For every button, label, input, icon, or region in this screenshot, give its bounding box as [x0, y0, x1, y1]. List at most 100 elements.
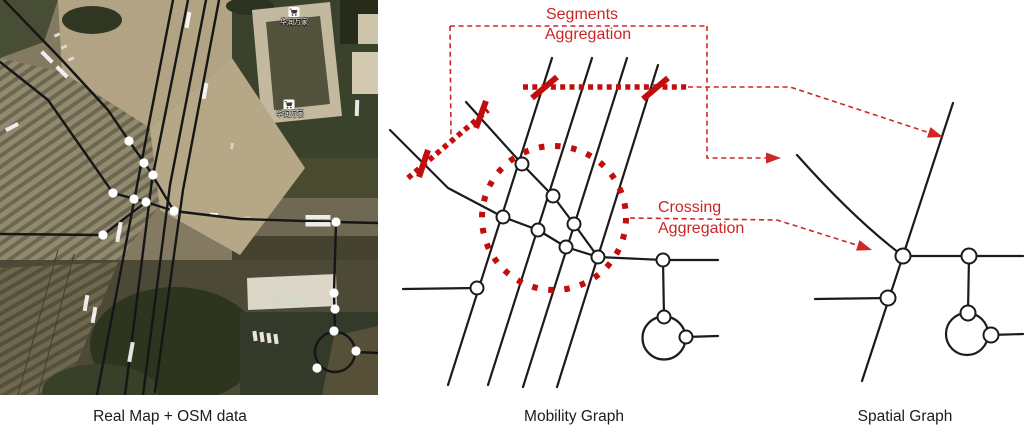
- mobility-node: [545, 188, 561, 204]
- osm-road-curve-main: [2, 0, 378, 225]
- spatial-node: [879, 289, 897, 307]
- segments-aggregation-label-line1: Segments: [545, 6, 619, 23]
- map-car: [53, 32, 61, 38]
- osm-road-curve-2: [0, 60, 176, 213]
- osm-node: [351, 346, 361, 356]
- caption-real-map: Real Map + OSM data: [93, 408, 247, 425]
- map-area-label: 青溪: [271, 293, 302, 307]
- segments-connector-right: [688, 86, 934, 135]
- map-building-roof2: [358, 14, 378, 44]
- cart-icon: [286, 102, 293, 106]
- osm-node: [139, 158, 149, 168]
- osm-node: [312, 363, 322, 373]
- map-car: [60, 44, 68, 50]
- osm-road-diagonal-1: [95, 0, 175, 395]
- mobility-node: [655, 252, 671, 268]
- osm-node: [148, 170, 158, 180]
- segment-tick: [641, 75, 670, 102]
- osm-node: [108, 188, 118, 198]
- mobility-road-diagonal-4: [555, 63, 660, 389]
- osm-node: [98, 230, 108, 240]
- map-railway-yard: [0, 58, 160, 268]
- crossing-aggregation-label-line1: Crossing: [658, 199, 722, 216]
- map-window-dot: [259, 331, 265, 343]
- osm-node: [329, 288, 339, 298]
- osm-node: [141, 197, 151, 207]
- cart-icon-wheel: [286, 106, 289, 109]
- crossing-aggregation-circle: [479, 143, 629, 293]
- map-corner-bottomright: [322, 326, 378, 395]
- crossing-connector: [629, 217, 864, 248]
- osm-node: [129, 194, 139, 204]
- mobility-node: [495, 209, 511, 225]
- osm-node: [331, 217, 341, 227]
- street-label-strip: [354, 99, 360, 117]
- mobility-node: [530, 222, 546, 238]
- cart-icon-handle: [289, 8, 292, 10]
- map-rail-track: [17, 249, 59, 395]
- street-label-strip: [127, 341, 135, 363]
- street-label-strip: [90, 306, 98, 324]
- cart-icon-wheel: [294, 14, 297, 16]
- cart-icon-wheel: [291, 14, 294, 16]
- map-trees-bottom: [90, 287, 260, 395]
- map-rail-track: [37, 253, 75, 395]
- mobility-road-left-horizontal: [401, 286, 479, 291]
- osm-node: [330, 304, 340, 314]
- street-label-strip: [184, 11, 192, 29]
- segments-arrow-to-diagonal: [927, 127, 943, 138]
- cart-icon: [291, 10, 298, 14]
- map-plaza-center: [150, 58, 305, 255]
- spatial-road-vertical: [966, 254, 971, 315]
- mobility-node: [566, 216, 582, 232]
- mobility-road-diagonal-2: [486, 56, 594, 387]
- crossing-arrow-to-node: [856, 240, 872, 251]
- segments-aggregation-label-line2: Aggregation: [544, 26, 632, 43]
- street-label-strip: [305, 222, 331, 227]
- map-building-court: [266, 16, 330, 110]
- map-window-dot: [266, 332, 272, 344]
- street-label-strip: [40, 50, 54, 64]
- mobility-node: [678, 329, 694, 345]
- segment-tick: [530, 74, 559, 101]
- osm-node: [329, 326, 339, 336]
- spatial-road-curve: [795, 153, 905, 258]
- osm-node: [169, 206, 179, 216]
- map-white-building: [247, 274, 337, 310]
- map-tree-blob: [62, 6, 122, 34]
- spatial-node: [960, 247, 978, 265]
- map-car: [67, 56, 75, 62]
- street-label-strip: [115, 221, 123, 243]
- segments-connector-left: [706, 26, 770, 159]
- spatial-node: [894, 247, 912, 265]
- map-car: [230, 142, 234, 150]
- spatial-road-left-horizontal: [813, 296, 891, 301]
- segment-tick: [416, 149, 431, 178]
- mobility-node: [558, 239, 574, 255]
- mobility-road-vertical: [661, 258, 666, 319]
- caption-mobility-graph: Mobility Graph: [524, 408, 624, 425]
- map-building-light: [352, 52, 378, 94]
- map-store-label-bottom: 华润万家: [276, 111, 304, 118]
- osm-node: [124, 136, 134, 146]
- map-store-label-top: 华润万家: [280, 19, 308, 26]
- spatial-road-diagonal: [860, 101, 955, 383]
- street-label-strip: [305, 215, 331, 220]
- map-window-dot: [252, 330, 258, 342]
- map-railway-bottom: [0, 262, 118, 395]
- spatial-node: [959, 304, 977, 322]
- cart-icon-wheel: [289, 106, 292, 109]
- osm-road-diagonal-2: [123, 0, 190, 395]
- street-label-strip: [55, 65, 69, 79]
- mobility-node: [656, 309, 672, 325]
- mobility-node: [469, 280, 485, 296]
- mobility-node: [514, 156, 530, 172]
- street-label-strip: [4, 121, 20, 133]
- segments-cut-line-diagonal: [406, 107, 490, 181]
- street-label-strip: [201, 82, 209, 100]
- real-map-panel: [0, 0, 378, 395]
- segments-arrow-to-curve: [766, 152, 781, 164]
- mobility-node: [590, 249, 606, 265]
